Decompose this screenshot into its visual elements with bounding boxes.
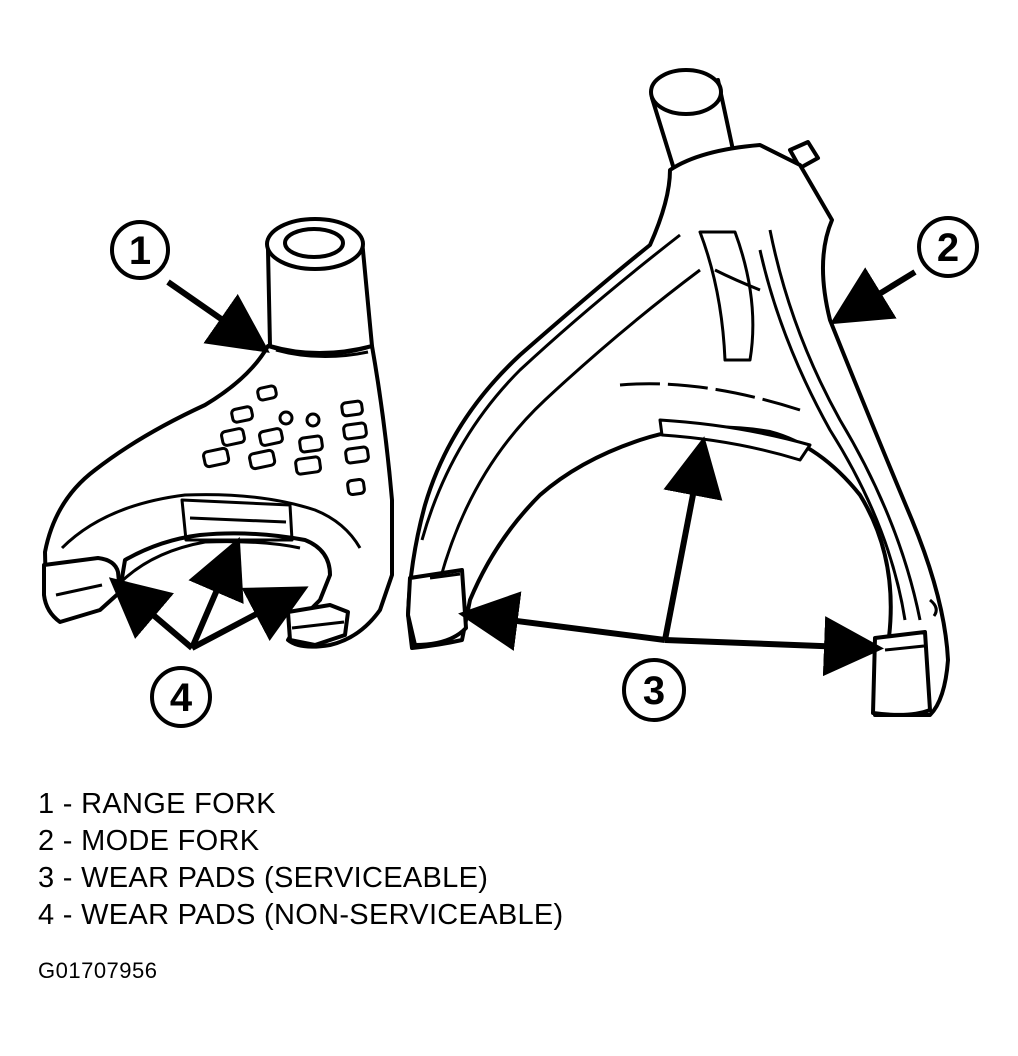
callout-3: 3 xyxy=(622,658,686,722)
legend-item-serviceable-pads: 3 - WEAR PADS (SERVICEABLE) xyxy=(38,860,564,897)
legend-number: 2 xyxy=(38,825,55,857)
legend-label: MODE FORK xyxy=(81,825,260,857)
legend-number: 4 xyxy=(38,899,55,931)
callout-3-number: 3 xyxy=(643,669,665,713)
leader-arrows xyxy=(108,267,917,677)
legend-label: WEAR PADS (NON-SERVICEABLE) xyxy=(81,899,564,931)
callout-1: 1 xyxy=(110,220,170,280)
legend-separator: - xyxy=(54,788,82,820)
range-fork xyxy=(42,217,394,649)
figure-id: G01707956 xyxy=(38,958,158,983)
callout-1-number: 1 xyxy=(129,229,151,273)
legend-item-range-fork: 1 - RANGE FORK xyxy=(38,786,564,823)
callout-4: 4 xyxy=(150,666,212,728)
legend: 1 - RANGE FORK 2 - MODE FORK 3 - WEAR PA… xyxy=(38,786,564,934)
fork-diagram: 1 2 3 4 xyxy=(42,68,979,728)
legend-separator: - xyxy=(54,825,82,857)
legend-separator: - xyxy=(54,862,82,894)
legend-label: WEAR PADS (SERVICEABLE) xyxy=(81,862,489,894)
mode-fork xyxy=(406,68,950,717)
legend-number: 3 xyxy=(38,862,55,894)
legend-number: 1 xyxy=(38,788,55,820)
callout-4-number: 4 xyxy=(170,676,193,720)
legend-item-non-serviceable-pads: 4 - WEAR PADS (NON-SERVICEABLE) xyxy=(38,897,564,934)
callout-2-number: 2 xyxy=(937,226,959,270)
legend-separator: - xyxy=(54,899,82,931)
legend-label: RANGE FORK xyxy=(81,788,276,820)
legend-item-mode-fork: 2 - MODE FORK xyxy=(38,823,564,860)
callout-2: 2 xyxy=(917,216,979,278)
